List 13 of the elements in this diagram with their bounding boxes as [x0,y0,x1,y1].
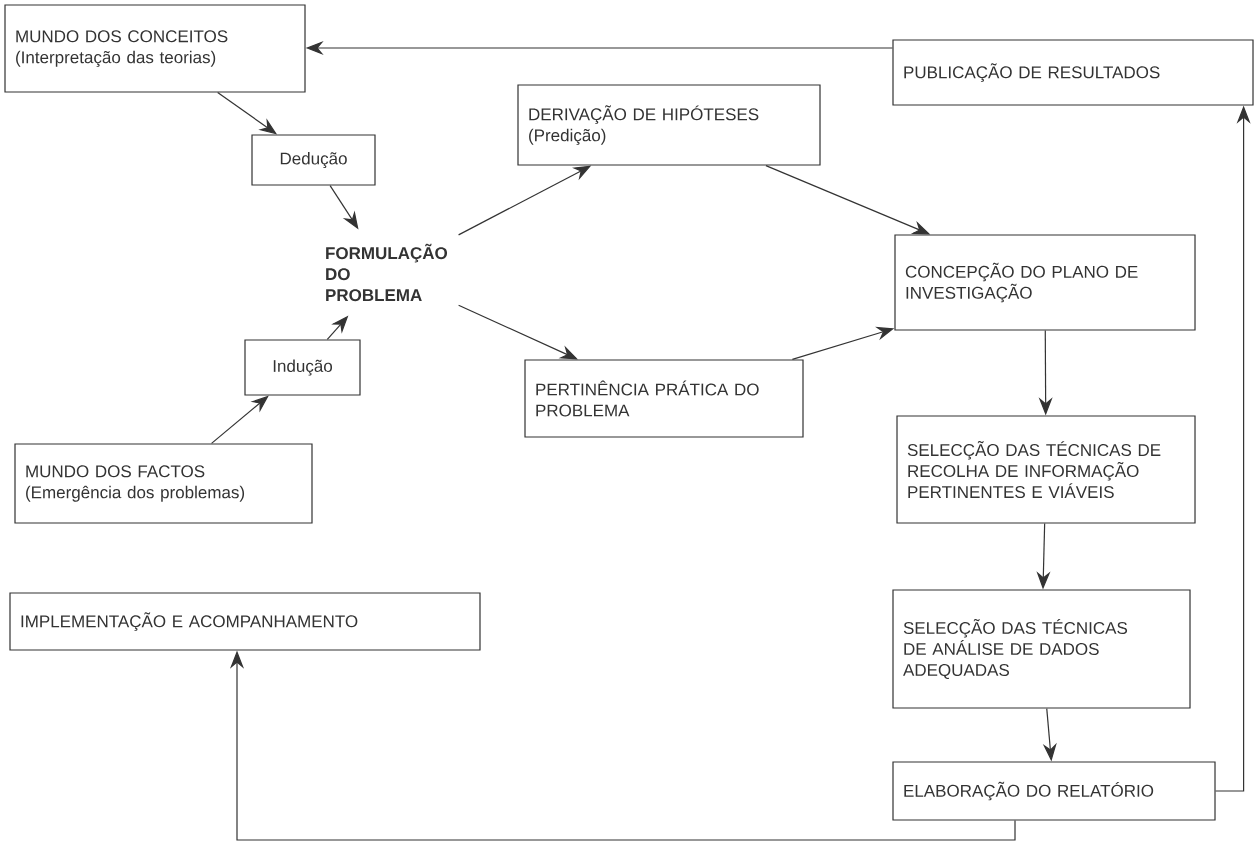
concept-box: MUNDO DOS FACTOS (Emergência dos problemas) [14,443,313,524]
process-box: SELECÇÃO DAS TÉCNICAS DE RECOLHA DE INFORMAÇÃO PERTINENTES E VIÁVEIS [896,415,1196,524]
process-box: ELABORAÇÃO DO RELATÓRIO [892,761,1216,821]
step-box: Indução [244,339,361,396]
process-box: SELECÇÃO DAS TÉCNICAS DE ANÁLISE DE DADOS ADEQUADAS [892,589,1191,709]
concept-box: MUNDO DOS CONCEITOS (Interpretação das teorias) [4,4,306,93]
process-box: DERIVAÇÃO DE HIPÓTESES (Predição) [517,84,821,166]
problem-label: FORMULAÇÃO DO PROBLEMA [326,243,448,302]
process-box: CONCEPÇÃO DO PLANO DE INVESTIGAÇÃO [894,234,1196,331]
step-box: Dedução [251,134,376,186]
process-box: PUBLICAÇÃO DE RESULTADOS [892,39,1254,106]
process-box: PERTINÊNCIA PRÁTICA DO PROBLEMA [524,359,804,438]
process-box: IMPLEMENTAÇÃO E ACOMPANHAMENTO [9,592,481,651]
